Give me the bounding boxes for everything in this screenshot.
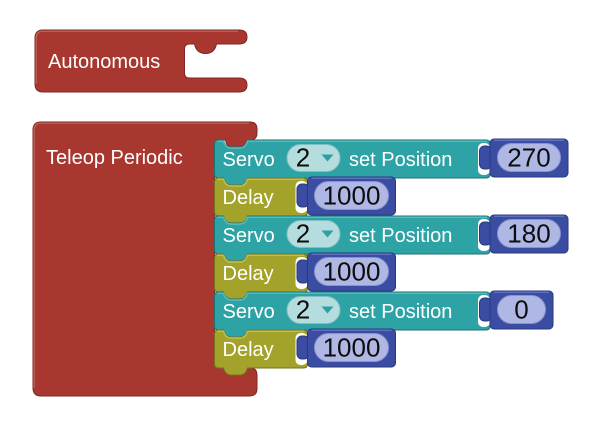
servo-block-highlight [217, 292, 487, 301]
block-number-delay-2[interactable]: 1000 [296, 252, 396, 292]
servo-block-highlight [217, 140, 487, 149]
delay-label: Delay [223, 263, 274, 285]
delay-block-highlight [217, 330, 304, 339]
block-servo-set-position-2[interactable]: Servo 2 set Position [214, 215, 491, 262]
servo-block-highlight [217, 216, 487, 225]
delay-block-highlight [217, 254, 304, 263]
servo-port-dropdown[interactable]: 2 [286, 219, 341, 249]
number-field[interactable] [314, 333, 389, 362]
delay-duration-value: 1000 [323, 333, 381, 363]
dropdown-field[interactable] [286, 296, 341, 324]
autonomous-block-highlight [35, 30, 238, 84]
teleop-label: Teleop Periodic [46, 147, 183, 169]
block-number-position-1[interactable]: 270 [479, 138, 569, 178]
teleop-block-highlight [33, 122, 249, 388]
servo-port-dropdown-value: 2 [296, 295, 310, 325]
servo-port-dropdown[interactable]: 2 [286, 143, 341, 173]
servo-label: Servo [223, 225, 275, 247]
number-field[interactable] [497, 143, 561, 172]
number-field[interactable] [314, 181, 389, 210]
teleop-block-shape [32, 121, 258, 397]
block-autonomous[interactable]: Autonomous [34, 29, 248, 93]
servo-port-dropdown-value: 2 [296, 143, 310, 173]
chevron-down-icon [321, 306, 334, 314]
number-field[interactable] [497, 295, 546, 324]
block-number-position-2[interactable]: 180 [479, 214, 569, 254]
position-value: 0 [514, 295, 528, 325]
dropdown-field[interactable] [286, 144, 341, 172]
set-position-label: set Position [349, 225, 452, 247]
delay-label: Delay [223, 187, 274, 209]
delay-duration-value: 1000 [323, 181, 381, 211]
position-value: 270 [507, 143, 550, 173]
dropdown-field[interactable] [286, 220, 341, 248]
delay-block-highlight [217, 178, 304, 187]
block-number-delay-3[interactable]: 1000 [296, 328, 396, 368]
number-field[interactable] [497, 219, 561, 248]
set-position-label: set Position [349, 301, 452, 323]
autonomous-label: Autonomous [48, 51, 160, 73]
servo-label: Servo [223, 301, 275, 323]
servo-block-shape [214, 215, 491, 262]
servo-block-shape [214, 291, 491, 338]
number-field[interactable] [314, 257, 389, 286]
block-number-position-3[interactable]: 0 [479, 290, 554, 330]
block-delay-3[interactable]: Delay [214, 329, 308, 376]
servo-label: Servo [223, 149, 275, 171]
delay-block-shape [214, 329, 308, 376]
chevron-down-icon [321, 154, 334, 162]
servo-port-dropdown[interactable]: 2 [286, 295, 341, 325]
block-teleop-periodic[interactable]: Teleop Periodic [32, 121, 258, 397]
block-number-delay-1[interactable]: 1000 [296, 176, 396, 216]
chevron-down-icon [321, 230, 334, 238]
servo-block-shape [214, 139, 491, 186]
set-position-label: set Position [349, 149, 452, 171]
servo-port-dropdown-value: 2 [296, 219, 310, 249]
position-value: 180 [507, 219, 550, 249]
delay-label: Delay [223, 339, 274, 361]
delay-duration-value: 1000 [323, 257, 381, 287]
autonomous-block-shape [34, 29, 248, 93]
